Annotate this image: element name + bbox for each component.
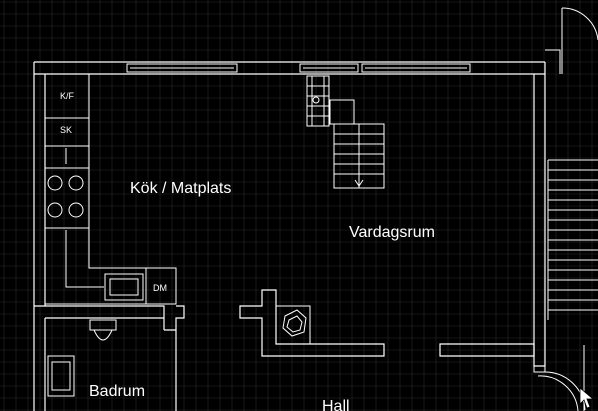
front-door: [533, 345, 586, 411]
interior-staircase: [306, 75, 385, 189]
bathroom: [33, 305, 185, 411]
room-label-living: Vardagsrum: [349, 224, 435, 241]
hall-partitions: [239, 289, 535, 357]
room-label-kitchen: Kök / Matplats: [130, 180, 231, 197]
room-label-hall: Hall: [322, 398, 350, 411]
fixture-label-dishwasher: DM: [153, 283, 167, 293]
kitchen-counters: [44, 73, 177, 305]
room-label-bathroom: Badrum: [89, 383, 145, 400]
top-windows: [126, 63, 471, 73]
fixture-label-cabinet: SK: [60, 125, 72, 135]
fixture-label-fridge-freezer: K/F: [60, 91, 75, 101]
mouse-cursor-icon: [579, 387, 595, 409]
terrace-steps: [545, 7, 598, 320]
